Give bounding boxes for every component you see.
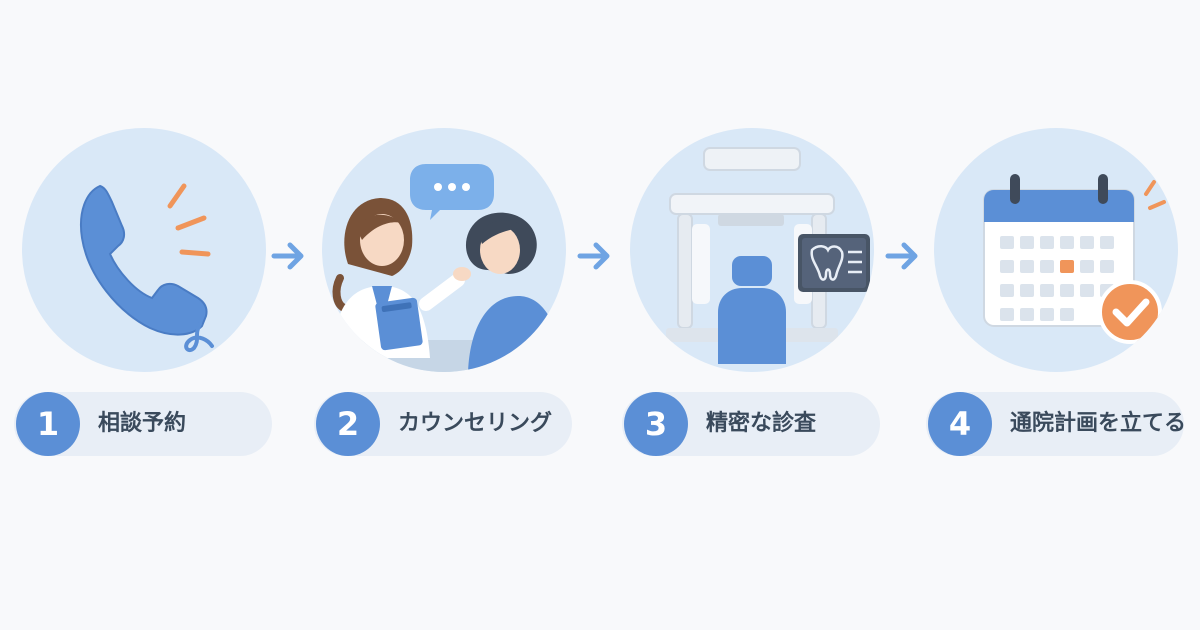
calendar-cell (1020, 308, 1034, 321)
step-2-number: 2 (316, 392, 380, 456)
dental-xray-icon (666, 147, 870, 364)
step-3-pill: 3 精密な診査 (622, 392, 880, 456)
calendar-cell (1100, 236, 1114, 249)
calendar-cell (1000, 260, 1014, 273)
calendar-cell (1100, 260, 1114, 273)
calendar-cell (1000, 284, 1014, 297)
step-2-label: カウンセリング (398, 411, 553, 436)
calendar-cell (1020, 284, 1034, 297)
step-4-pill: 4 通院計画を立てる (926, 392, 1187, 456)
step-4-label: 通院計画を立てる (1010, 411, 1187, 436)
calendar-cell (1060, 284, 1074, 297)
step-1-number: 1 (16, 392, 80, 456)
step-3-number: 3 (624, 392, 688, 456)
calendar-cell (1040, 284, 1054, 297)
calendar-cell (1080, 260, 1094, 273)
plan-illustration (934, 128, 1178, 372)
counseling-icon (322, 164, 566, 372)
step-4-number: 4 (928, 392, 992, 456)
arrow-right-icon (884, 236, 922, 276)
phone-illustration (22, 128, 266, 372)
calendar-cell (1060, 308, 1074, 321)
step-1-pill: 1 相談予約 (14, 392, 272, 456)
calendar-cell (1000, 236, 1014, 249)
calendar-cell (1020, 236, 1034, 249)
step-3-label: 精密な診査 (706, 411, 817, 436)
calendar-cell (1020, 260, 1034, 273)
calendar-check-icon (983, 174, 1166, 344)
calendar-cell (1040, 308, 1054, 321)
calendar-cell (1000, 308, 1014, 321)
calendar-cell (1040, 236, 1054, 249)
step-2-pill: 2 カウンセリング (314, 392, 572, 456)
calendar-cell (1080, 236, 1094, 249)
step-1-label: 相談予約 (98, 411, 187, 436)
dental-exam-illustration (630, 128, 874, 372)
calendar-cell (1080, 284, 1094, 297)
arrow-right-icon (576, 236, 614, 276)
counseling-illustration (322, 128, 566, 372)
calendar-cell (1060, 236, 1074, 249)
calendar-cell (1040, 260, 1054, 273)
arrow-right-icon (270, 236, 308, 276)
phone-icon (80, 183, 214, 353)
